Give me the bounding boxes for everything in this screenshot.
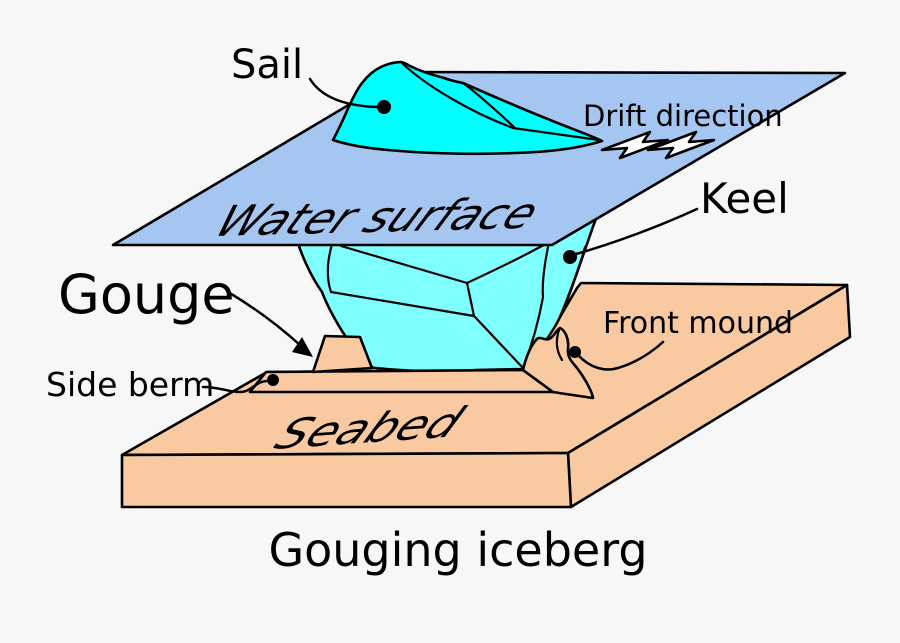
water-surface-caption: Water surface — [206, 188, 548, 246]
drift-direction-arrow-icon — [600, 130, 716, 160]
keel-facet-right-edge — [559, 245, 587, 317]
water-surface-plane — [111, 70, 847, 247]
side-berm-ridge — [311, 334, 374, 374]
front-mound-inner-line — [555, 328, 564, 362]
keel-facet-to-corner — [472, 314, 525, 370]
keel-label: Keel — [700, 174, 789, 223]
side-berm-marker-dot — [267, 374, 279, 386]
front-mound-leader-line — [576, 340, 665, 371]
keel-facet-junction — [465, 281, 476, 318]
drift-arrow-left-chevron — [600, 130, 670, 160]
front-mound-label: Front mound — [603, 306, 793, 341]
side-berm-leader-line — [201, 379, 270, 394]
sail-marker-dot — [377, 100, 391, 114]
keel-facet-lower-diagonal — [329, 290, 476, 318]
gouge-arrow-line — [226, 290, 302, 347]
sail-facet-middle — [461, 81, 516, 129]
seabed-front-face — [120, 451, 573, 509]
sail-facet-right — [511, 126, 601, 142]
keel-facet-upper-diagonal — [339, 244, 469, 285]
drift-arrow-right-chevron — [646, 130, 716, 160]
front-mound-marker-dot — [569, 346, 581, 358]
sail-facet-left — [400, 61, 515, 130]
sail-label: Sail — [231, 42, 303, 88]
gouge-arrowhead — [292, 337, 313, 357]
gouge-label: Gouge — [58, 263, 235, 326]
drift-direction-label: Drift direction — [583, 99, 783, 133]
side-berm-label: Side berm — [46, 365, 214, 404]
sail-leader-line — [308, 77, 380, 109]
side-berm-band — [248, 368, 555, 394]
diagram-title: Gouging iceberg — [268, 523, 647, 577]
keel-marker-dot — [563, 250, 577, 264]
keel-leader-line — [574, 207, 699, 256]
front-mound-shape — [521, 326, 595, 400]
